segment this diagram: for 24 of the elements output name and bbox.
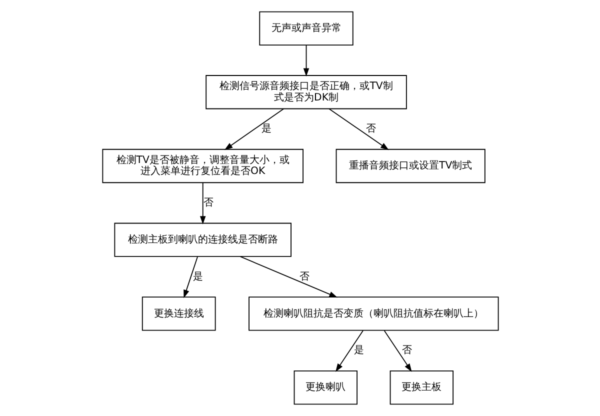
node-box: 检测主板到喇叭的连接线是否断路 bbox=[114, 222, 291, 257]
edge-label: 否 bbox=[401, 345, 412, 356]
node-box: 更换主板 bbox=[389, 370, 454, 405]
node-box: 检测信号源音频接口是否正确，或TV制式是否为DK制 bbox=[205, 75, 406, 110]
node-box: 重播音频接口或设置TV制式 bbox=[335, 148, 485, 184]
arrow bbox=[199, 182, 206, 224]
arrow bbox=[383, 330, 412, 372]
arrow bbox=[302, 44, 309, 77]
arrow bbox=[328, 108, 388, 150]
edge-label: 否 bbox=[202, 198, 213, 209]
edge-label: 否 bbox=[365, 124, 376, 135]
node-box: 检测喇叭阻抗是否变质（喇叭阻抗值标在喇叭上） bbox=[248, 296, 498, 331]
edge-label: 是 bbox=[192, 271, 203, 282]
edge-label: 是 bbox=[353, 345, 364, 356]
edge-label: 否 bbox=[298, 271, 309, 282]
edge-label: 是 bbox=[261, 124, 272, 135]
arrow bbox=[239, 256, 338, 298]
node-box: 更换喇叭 bbox=[293, 370, 358, 405]
node-box: 检测TV是否被静音，调整音量大小，或进入菜单进行复位看是否OK bbox=[102, 148, 303, 184]
node-box: 更换连接线 bbox=[141, 296, 216, 331]
node-box: 无声或声音异常 bbox=[258, 11, 353, 46]
arrow bbox=[224, 108, 284, 150]
arrow bbox=[335, 330, 363, 372]
arrow bbox=[183, 256, 198, 298]
